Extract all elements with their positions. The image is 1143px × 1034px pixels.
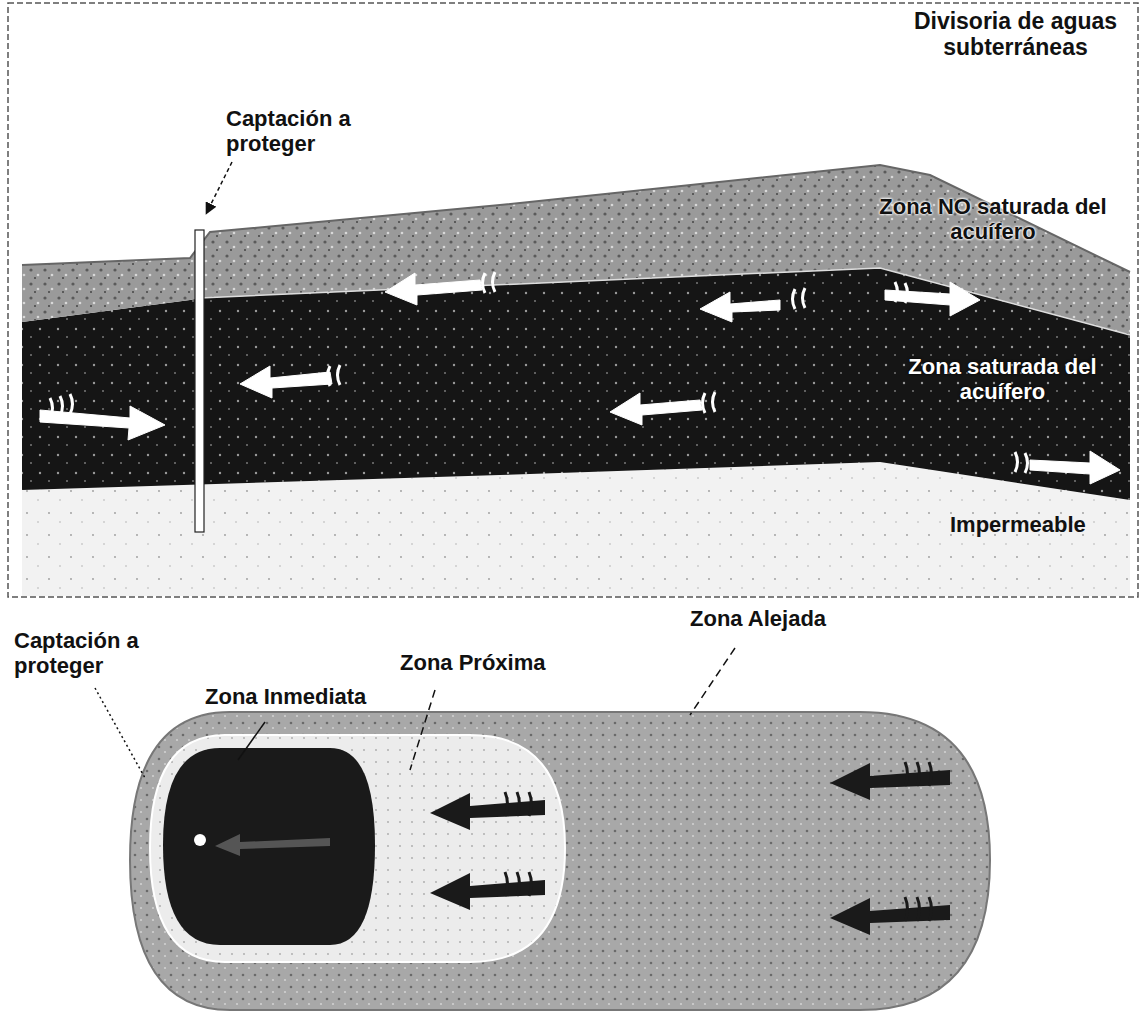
zone-label: Zona saturada del acuífero <box>895 354 1110 405</box>
zone-label: Captación a proteger <box>14 628 184 679</box>
zone-label: Captación a proteger <box>226 106 416 157</box>
zone-label: Zona Alejada <box>690 606 890 631</box>
zone-label: Zona Inmediata <box>205 684 405 709</box>
zone-label: Zona NO saturada del acuífero <box>848 194 1138 245</box>
zone-label: Divisoria de aguas subterráneas <box>893 8 1138 61</box>
zone-label: Zona Próxima <box>400 650 600 675</box>
zone-label: Impermeable <box>950 512 1130 537</box>
